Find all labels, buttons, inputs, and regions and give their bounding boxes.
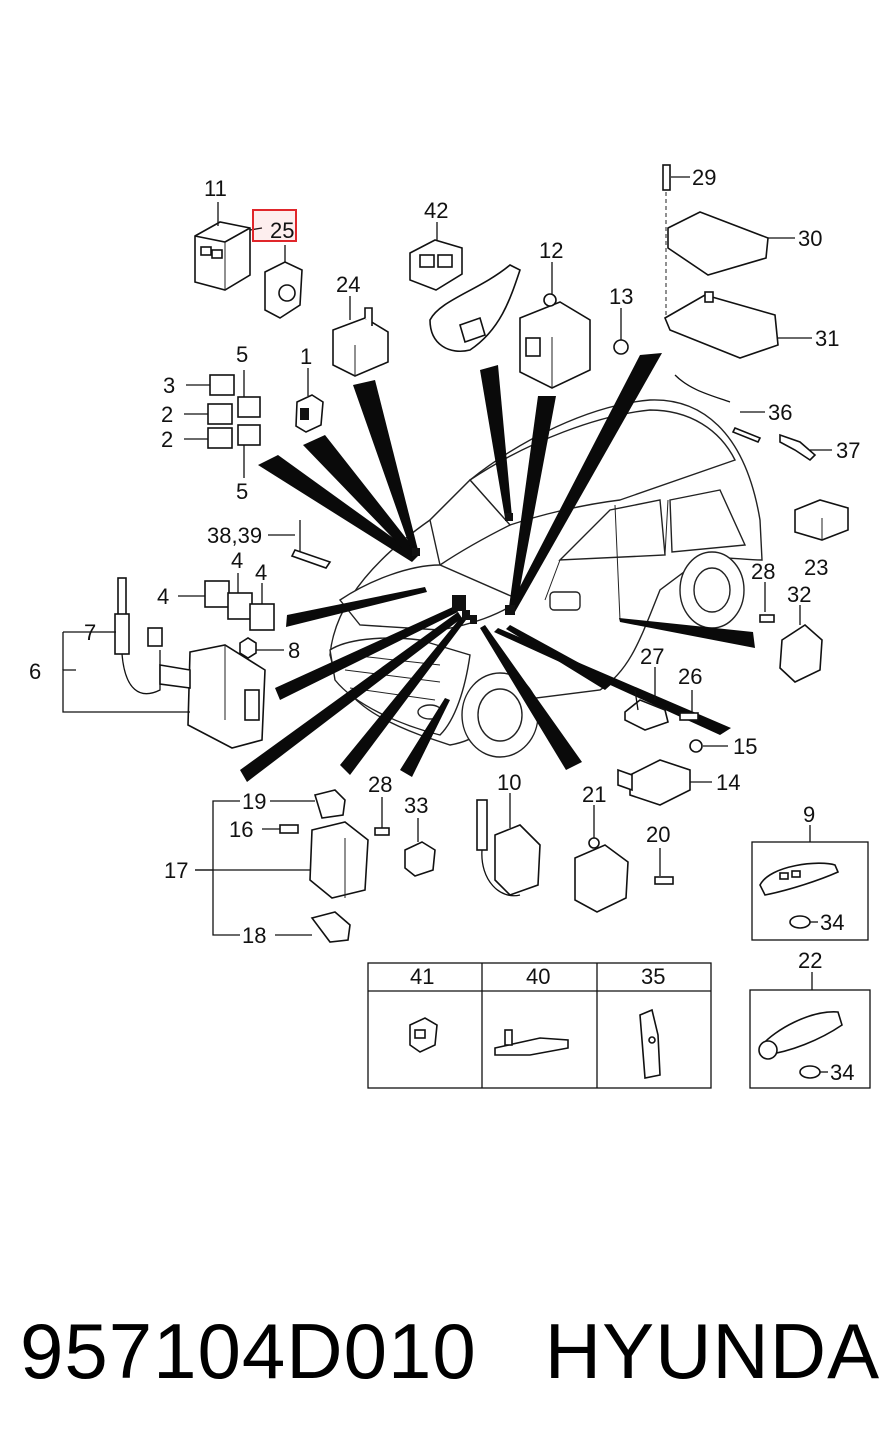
callout-34b: 34 <box>830 1060 854 1085</box>
callout-5b: 5 <box>236 479 248 504</box>
part-1-switch <box>295 368 324 433</box>
part-21-module <box>574 805 629 913</box>
part-12-module <box>519 262 591 389</box>
callout-28a: 28 <box>751 559 775 584</box>
table-header-35: 35 <box>641 964 665 989</box>
callout-12: 12 <box>539 238 563 263</box>
mirror-housing <box>429 264 521 352</box>
callout-34a: 34 <box>820 910 844 935</box>
footer: 957104D010 HYUNDAI <box>20 1296 886 1406</box>
part-29-30-31-assembly <box>662 164 812 359</box>
callout-15: 15 <box>733 734 757 759</box>
callout-25: 25 <box>270 218 294 243</box>
table-header-41: 41 <box>410 964 434 989</box>
callout-31: 31 <box>815 326 839 351</box>
part-37-clip <box>779 433 832 462</box>
callout-22: 22 <box>798 948 822 973</box>
part-7-antenna <box>100 577 163 695</box>
callout-2a: 2 <box>161 402 173 427</box>
callout-6: 6 <box>29 659 41 684</box>
part-27-bracket <box>624 667 669 731</box>
callout-36: 36 <box>768 400 792 425</box>
callout-27: 27 <box>640 644 664 669</box>
callout-23: 23 <box>804 555 828 580</box>
relay-group-lower <box>178 573 275 631</box>
part-20-bolt <box>654 848 674 885</box>
callout-19: 19 <box>242 789 266 814</box>
vehicle-outline <box>329 399 763 758</box>
callout-11: 11 <box>204 176 227 201</box>
highlight-fill <box>253 210 296 241</box>
key-box-9 <box>751 825 869 941</box>
callout-labels: 11 25 42 12 29 30 24 13 31 5 1 3 2 36 2 … <box>29 165 860 1085</box>
callout-5a: 5 <box>236 342 248 367</box>
key-box-22 <box>749 972 871 1089</box>
callout-30: 30 <box>798 226 822 251</box>
part-13-nut <box>613 308 629 355</box>
callout-38-39: 38,39 <box>207 523 262 548</box>
part-36-wire <box>674 374 765 444</box>
callout-9: 9 <box>803 802 815 827</box>
callout-24: 24 <box>336 272 360 297</box>
callout-4a: 4 <box>231 548 243 573</box>
callout-14: 14 <box>716 770 740 795</box>
callout-26: 26 <box>678 664 702 689</box>
callout-7: 7 <box>84 620 96 645</box>
callout-10: 10 <box>497 770 521 795</box>
brand-name: HYUNDAI <box>544 1306 886 1395</box>
callout-13: 13 <box>609 284 633 309</box>
table-header-40: 40 <box>526 964 550 989</box>
parts-table <box>367 962 712 1089</box>
callout-21: 21 <box>582 782 606 807</box>
car-component-markers <box>412 513 515 624</box>
part-24-module <box>332 296 389 377</box>
callout-28b: 28 <box>368 772 392 797</box>
part-10-siren <box>476 793 541 897</box>
callout-4c: 4 <box>157 584 169 609</box>
callout-42: 42 <box>424 198 448 223</box>
callout-33: 33 <box>404 793 428 818</box>
callout-3: 3 <box>163 373 175 398</box>
leader-wedges <box>240 353 755 782</box>
part-26-bolt <box>679 690 699 721</box>
part-14-module <box>617 759 712 806</box>
part-17-group <box>195 789 369 943</box>
part-8-nut <box>239 637 284 659</box>
callout-18: 18 <box>242 923 266 948</box>
part-28-33-bottom <box>374 797 436 877</box>
part-38-39-bracket <box>268 520 332 569</box>
callout-20: 20 <box>646 822 670 847</box>
relay-group-upper <box>184 370 261 478</box>
highlight-box <box>252 209 297 242</box>
callout-37: 37 <box>836 438 860 463</box>
part-number: 957104D010 <box>20 1306 477 1395</box>
part-11-module <box>194 202 251 291</box>
callout-4b: 4 <box>255 560 267 585</box>
callout-8: 8 <box>288 638 300 663</box>
callout-1: 1 <box>300 344 312 369</box>
part-23-module <box>794 499 849 541</box>
part-42-unit <box>409 222 463 291</box>
part-25-connector <box>249 227 303 319</box>
part-15-washer <box>689 739 728 753</box>
callout-2b: 2 <box>161 427 173 452</box>
callout-29: 29 <box>692 165 716 190</box>
callout-16: 16 <box>229 817 253 842</box>
part-6-module <box>62 631 266 749</box>
callout-17: 17 <box>164 858 188 883</box>
part-28-32-right <box>759 582 823 683</box>
callout-32: 32 <box>787 582 811 607</box>
